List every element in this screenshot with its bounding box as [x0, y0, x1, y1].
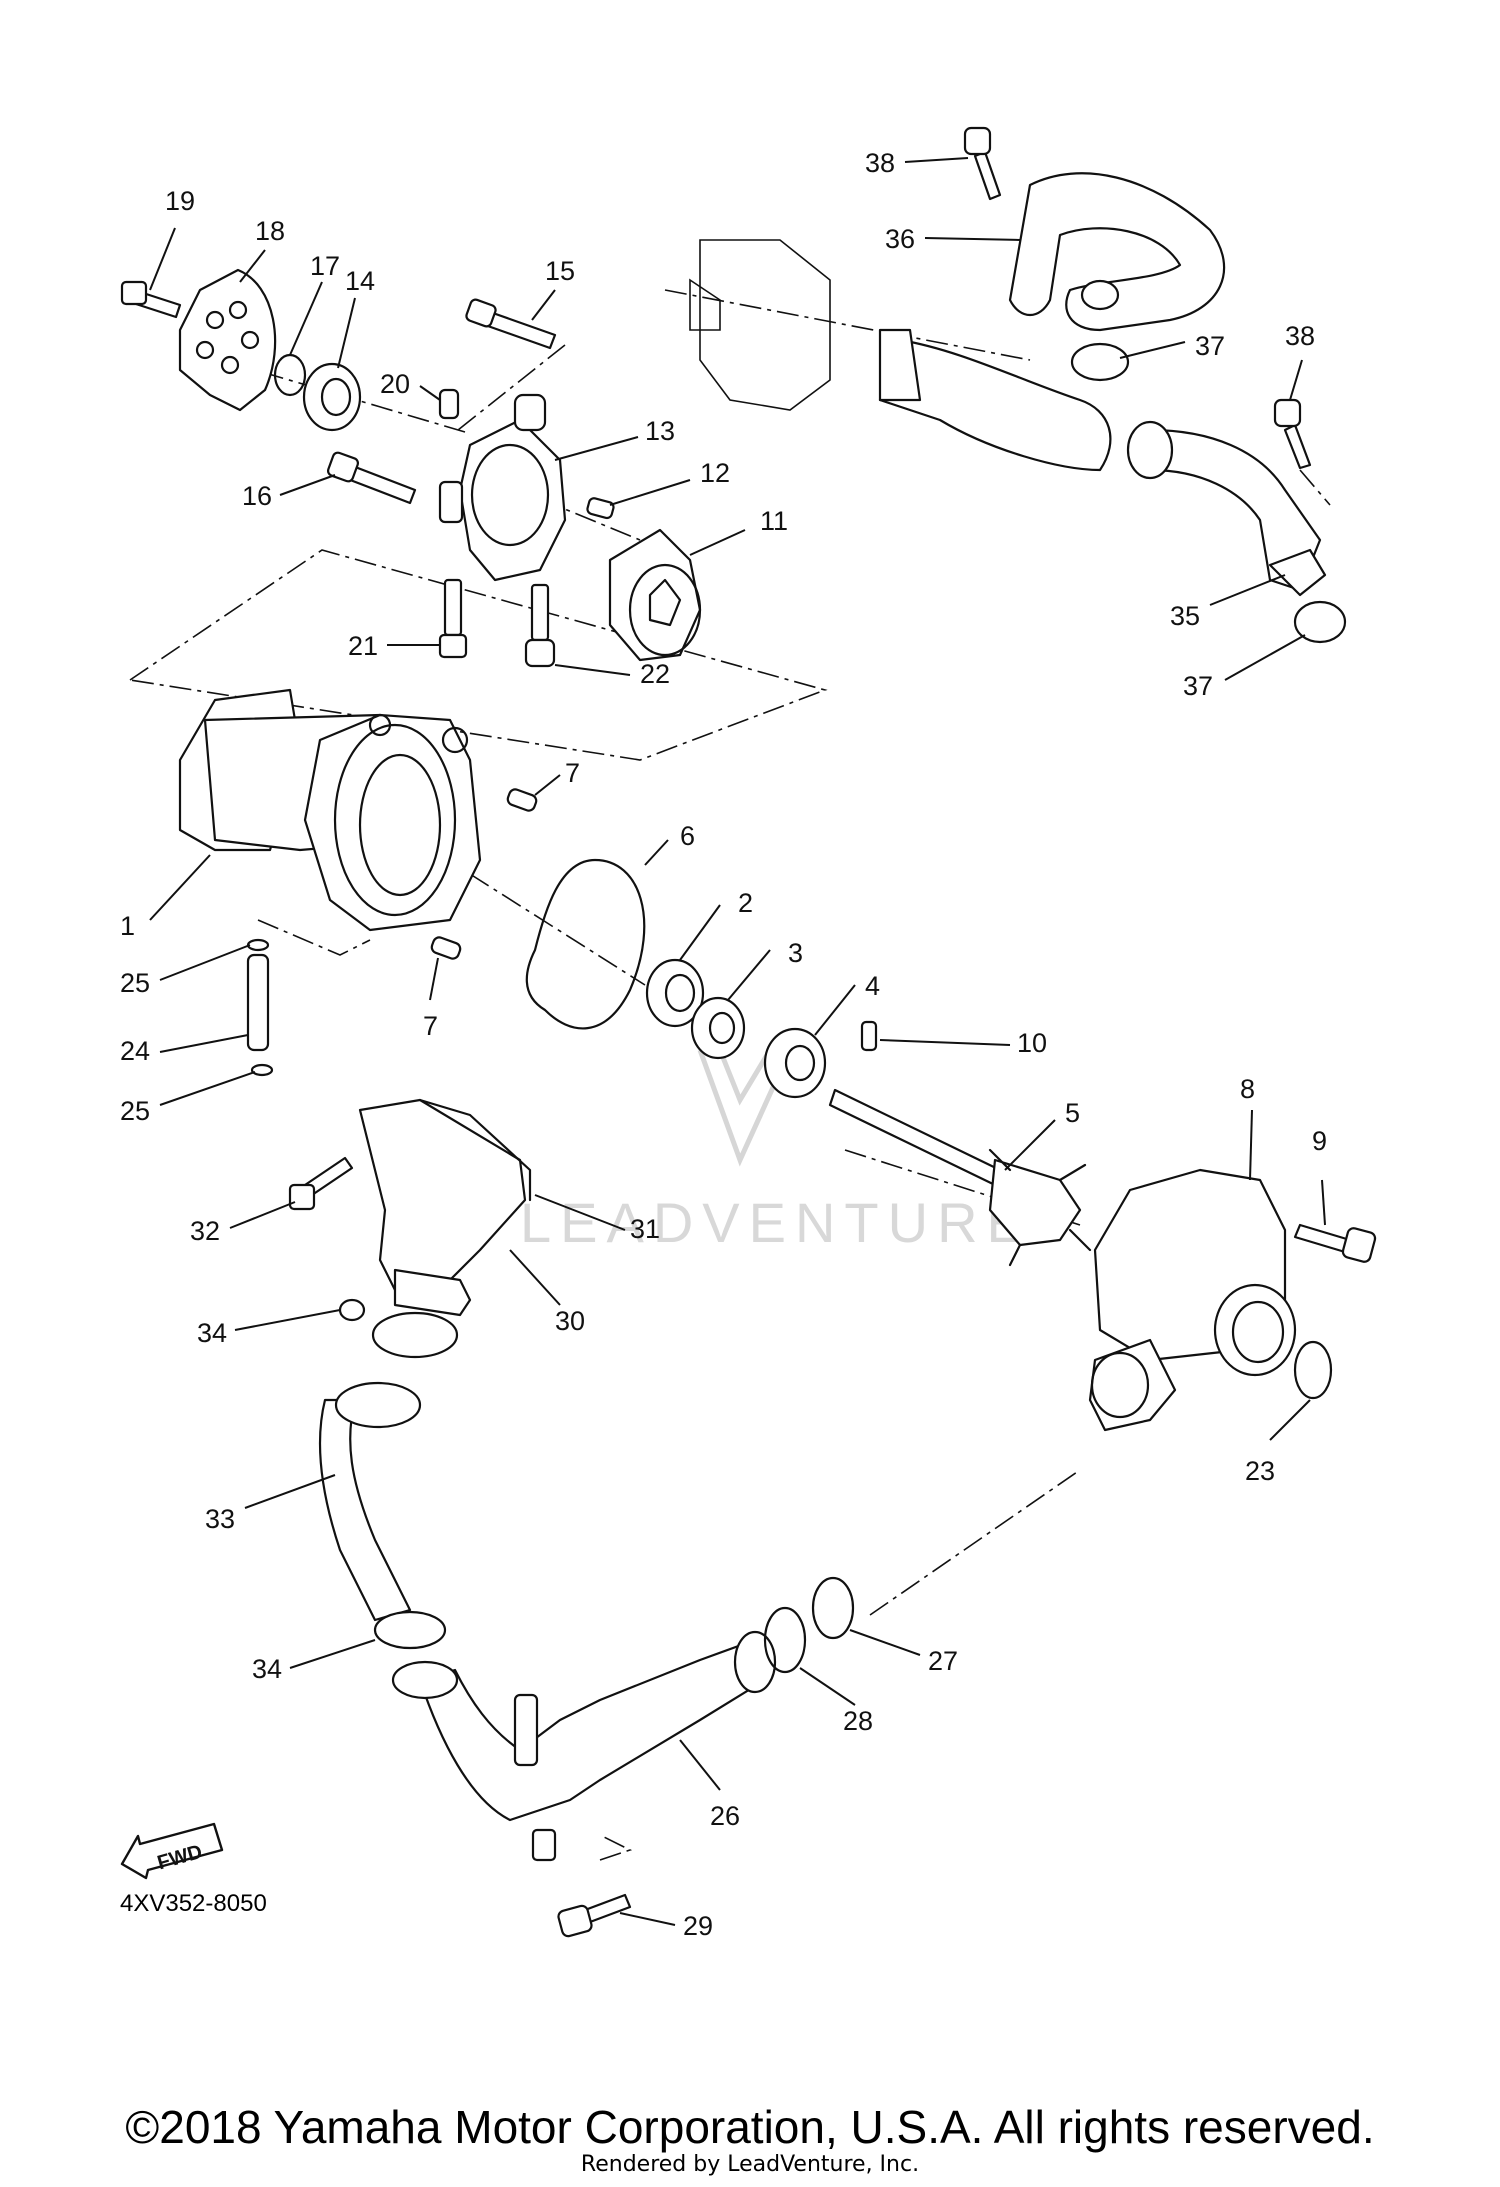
callout-9: 9	[1312, 1126, 1327, 1156]
callout-14: 14	[345, 266, 375, 296]
callout-11: 11	[760, 506, 788, 536]
part-13-pump-case	[458, 393, 567, 582]
callout-15: 15	[545, 256, 575, 286]
callout-25a: 25	[120, 968, 150, 998]
rendered-by-note: Rendered by LeadVenture, Inc.	[580, 2152, 920, 2177]
callout-29: 29	[683, 1911, 713, 1941]
callout-37b: 37	[1183, 671, 1213, 701]
callout-6: 6	[680, 821, 695, 851]
part-37-o-ring-upper	[1070, 342, 1130, 382]
fwd-arrow-icon: FWD	[120, 1822, 224, 1880]
part-25-o-ring-upper	[246, 938, 270, 952]
part-16-bolt	[326, 451, 417, 505]
part-10-pin	[860, 1020, 878, 1052]
part-34-clamp-upper	[338, 1298, 459, 1359]
callout-2: 2	[738, 888, 753, 918]
part-4-seal	[763, 1027, 827, 1099]
callout-27: 27	[928, 1646, 958, 1676]
part-6-gasket	[525, 858, 646, 1030]
part-14-bearing	[302, 362, 362, 432]
part-33-hose-end	[334, 1381, 422, 1429]
part-32-bolt	[288, 1156, 354, 1211]
callout-28: 28	[843, 1706, 873, 1736]
part-20-collar	[438, 388, 460, 420]
part-7-dowel-lower	[430, 936, 462, 960]
part-15-bolt	[465, 298, 557, 350]
callout-31: 31	[630, 1214, 660, 1244]
part-26-pipe	[391, 1630, 777, 1862]
callout-8: 8	[1240, 1074, 1255, 1104]
callout-7b: 7	[423, 1011, 438, 1041]
callout-20: 20	[380, 369, 410, 399]
part-24-pipe	[246, 953, 270, 1052]
callout-34b: 34	[252, 1654, 282, 1684]
callout-22: 22	[640, 659, 670, 689]
callout-36: 36	[885, 224, 915, 254]
part-1-housing	[178, 688, 482, 932]
part-38-bolt-upper	[963, 126, 1002, 201]
callout-3: 3	[788, 938, 803, 968]
callout-13: 13	[645, 416, 675, 446]
callout-24: 24	[120, 1036, 150, 1066]
callout-32: 32	[190, 1216, 220, 1246]
part-38-bolt-lower	[1273, 398, 1312, 470]
part-29-bolt	[557, 1893, 632, 1938]
part-8-pump-cover	[1088, 1168, 1297, 1432]
callout-25b: 25	[120, 1096, 150, 1126]
part-33-hose	[318, 1398, 412, 1622]
part-5-impeller-shaft	[828, 1088, 1092, 1267]
part-30-elbow-cover	[358, 1098, 527, 1317]
callout-16: 16	[242, 481, 272, 511]
part-20b-collar	[438, 480, 464, 524]
part-17-washer	[273, 353, 307, 397]
callout-34a: 34	[197, 1318, 227, 1348]
callout-23: 23	[1245, 1456, 1275, 1486]
callout-30: 30	[555, 1306, 585, 1336]
part-22-bolt	[524, 583, 556, 668]
part-34-clamp-lower	[373, 1610, 447, 1650]
part-12-pin	[586, 497, 615, 520]
part-7-dowel-upper	[506, 788, 538, 812]
part-11-rotor	[608, 528, 702, 662]
callout-17: 17	[310, 251, 340, 281]
watermark-text: LEADVENTURE	[520, 1191, 1033, 1254]
callout-33: 33	[205, 1504, 235, 1534]
part-3-seal	[690, 996, 746, 1060]
part-27-o-ring	[811, 1576, 855, 1640]
callout-12: 12	[700, 458, 730, 488]
part-36-hose	[1008, 172, 1226, 332]
part-21-bolt	[438, 578, 468, 659]
part-25-o-ring-lower	[250, 1063, 274, 1077]
callout-1: 1	[120, 911, 135, 941]
callout-18: 18	[255, 216, 285, 246]
part-19-bolt	[120, 280, 182, 319]
callout-7a: 7	[565, 758, 580, 788]
callout-21: 21	[348, 631, 378, 661]
part-35-hose	[1126, 420, 1327, 597]
part-28-o-ring	[763, 1606, 807, 1674]
callout-37a: 37	[1195, 331, 1225, 361]
part-9-bolt	[1293, 1223, 1377, 1263]
callout-38a: 38	[865, 148, 895, 178]
part-37-o-ring-lower	[1293, 600, 1347, 644]
copyright-notice: ©2018 Yamaha Motor Corporation, U.S.A. A…	[125, 2101, 1375, 2153]
callout-35: 35	[1170, 601, 1200, 631]
callout-4: 4	[865, 971, 880, 1001]
callout-19: 19	[165, 186, 195, 216]
part-31-gasket	[418, 1098, 532, 1202]
callout-10: 10	[1017, 1028, 1047, 1058]
upper-hose-bend	[878, 328, 1112, 472]
callouts: 1 2 3 4 5 6 7 7 8 9 10 11 12 13 14 15 16	[120, 148, 1327, 1941]
part-18-gear	[178, 268, 277, 412]
part-2-bearing	[645, 958, 705, 1028]
part-23-o-ring	[1293, 1340, 1333, 1400]
diagram-code: 4XV352-8050	[120, 1890, 267, 1917]
callout-5: 5	[1065, 1098, 1080, 1128]
thermostat-housing	[689, 239, 831, 411]
callout-38b: 38	[1285, 321, 1315, 351]
callout-26: 26	[710, 1801, 740, 1831]
